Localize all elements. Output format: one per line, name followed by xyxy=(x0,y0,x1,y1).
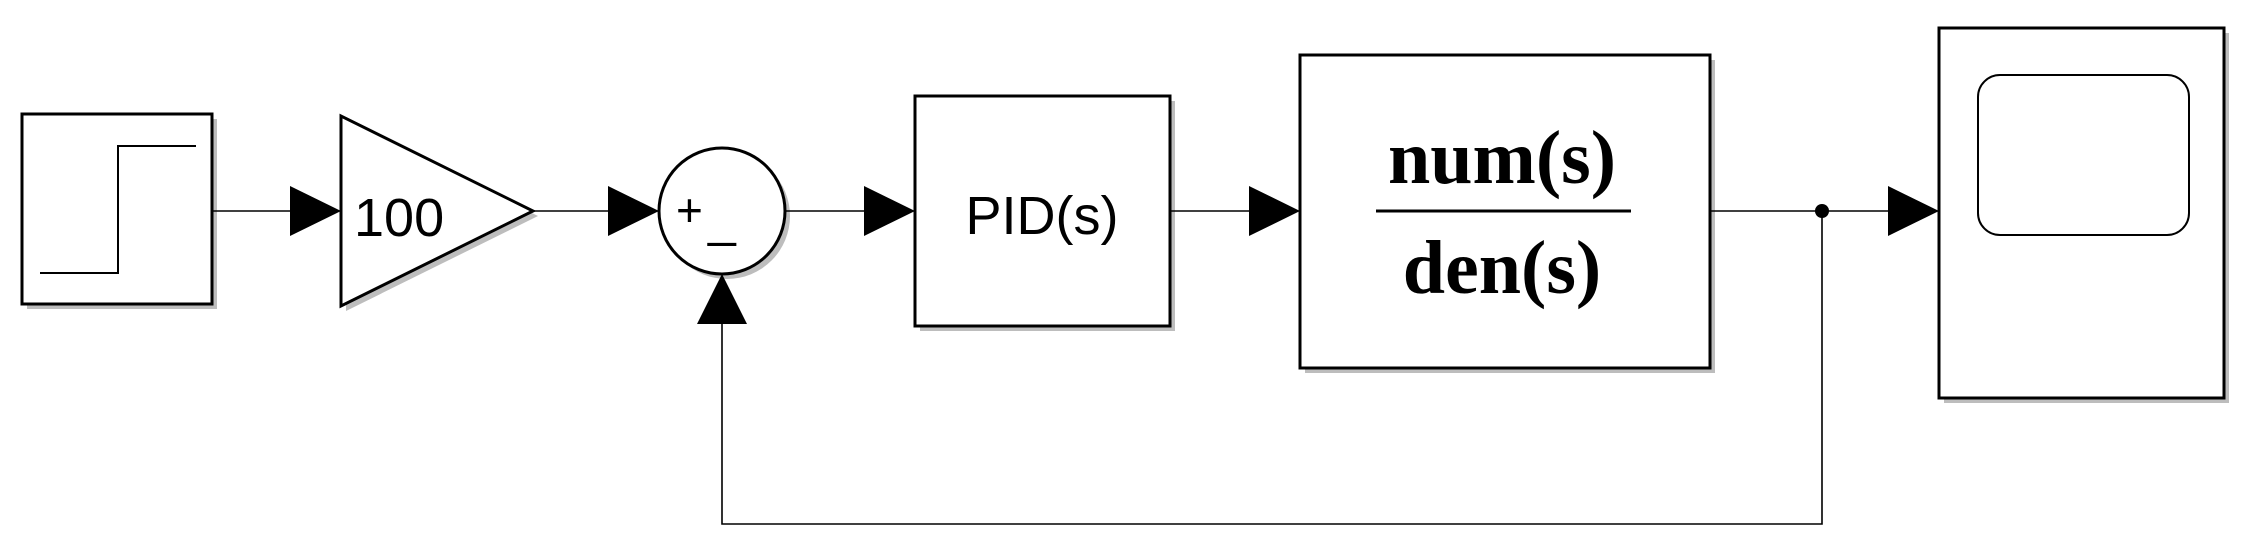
arrowhead-sum-input xyxy=(608,186,659,236)
sum-plus-sign: + xyxy=(676,184,703,236)
pid-block[interactable]: PID(s) xyxy=(913,94,1175,331)
pid-label: PID(s) xyxy=(966,186,1119,246)
step-icon xyxy=(40,145,196,274)
gain-value: 100 xyxy=(354,188,444,248)
sum-minus-sign: _ xyxy=(707,191,737,247)
sum-block[interactable]: + _ xyxy=(657,146,790,279)
step-block[interactable] xyxy=(20,112,217,309)
scope-screen-icon xyxy=(1977,74,2190,236)
transfer-function-denominator: den(s) xyxy=(1403,226,1601,310)
feedback-path xyxy=(721,211,1823,525)
arrowhead-pid-input xyxy=(864,186,915,236)
arrowhead-feedback xyxy=(697,274,747,324)
gain-block[interactable]: 100 xyxy=(339,113,538,311)
scope-block[interactable] xyxy=(1937,26,2229,403)
arrowhead-plant-input xyxy=(1249,186,1300,236)
arrowhead-gain-input xyxy=(290,186,341,236)
transfer-function-numerator: num(s) xyxy=(1388,116,1616,200)
signal-lines xyxy=(212,186,1939,525)
transfer-function-block[interactable]: num(s) den(s) xyxy=(1298,53,1715,373)
arrowhead-scope-input xyxy=(1888,186,1939,236)
